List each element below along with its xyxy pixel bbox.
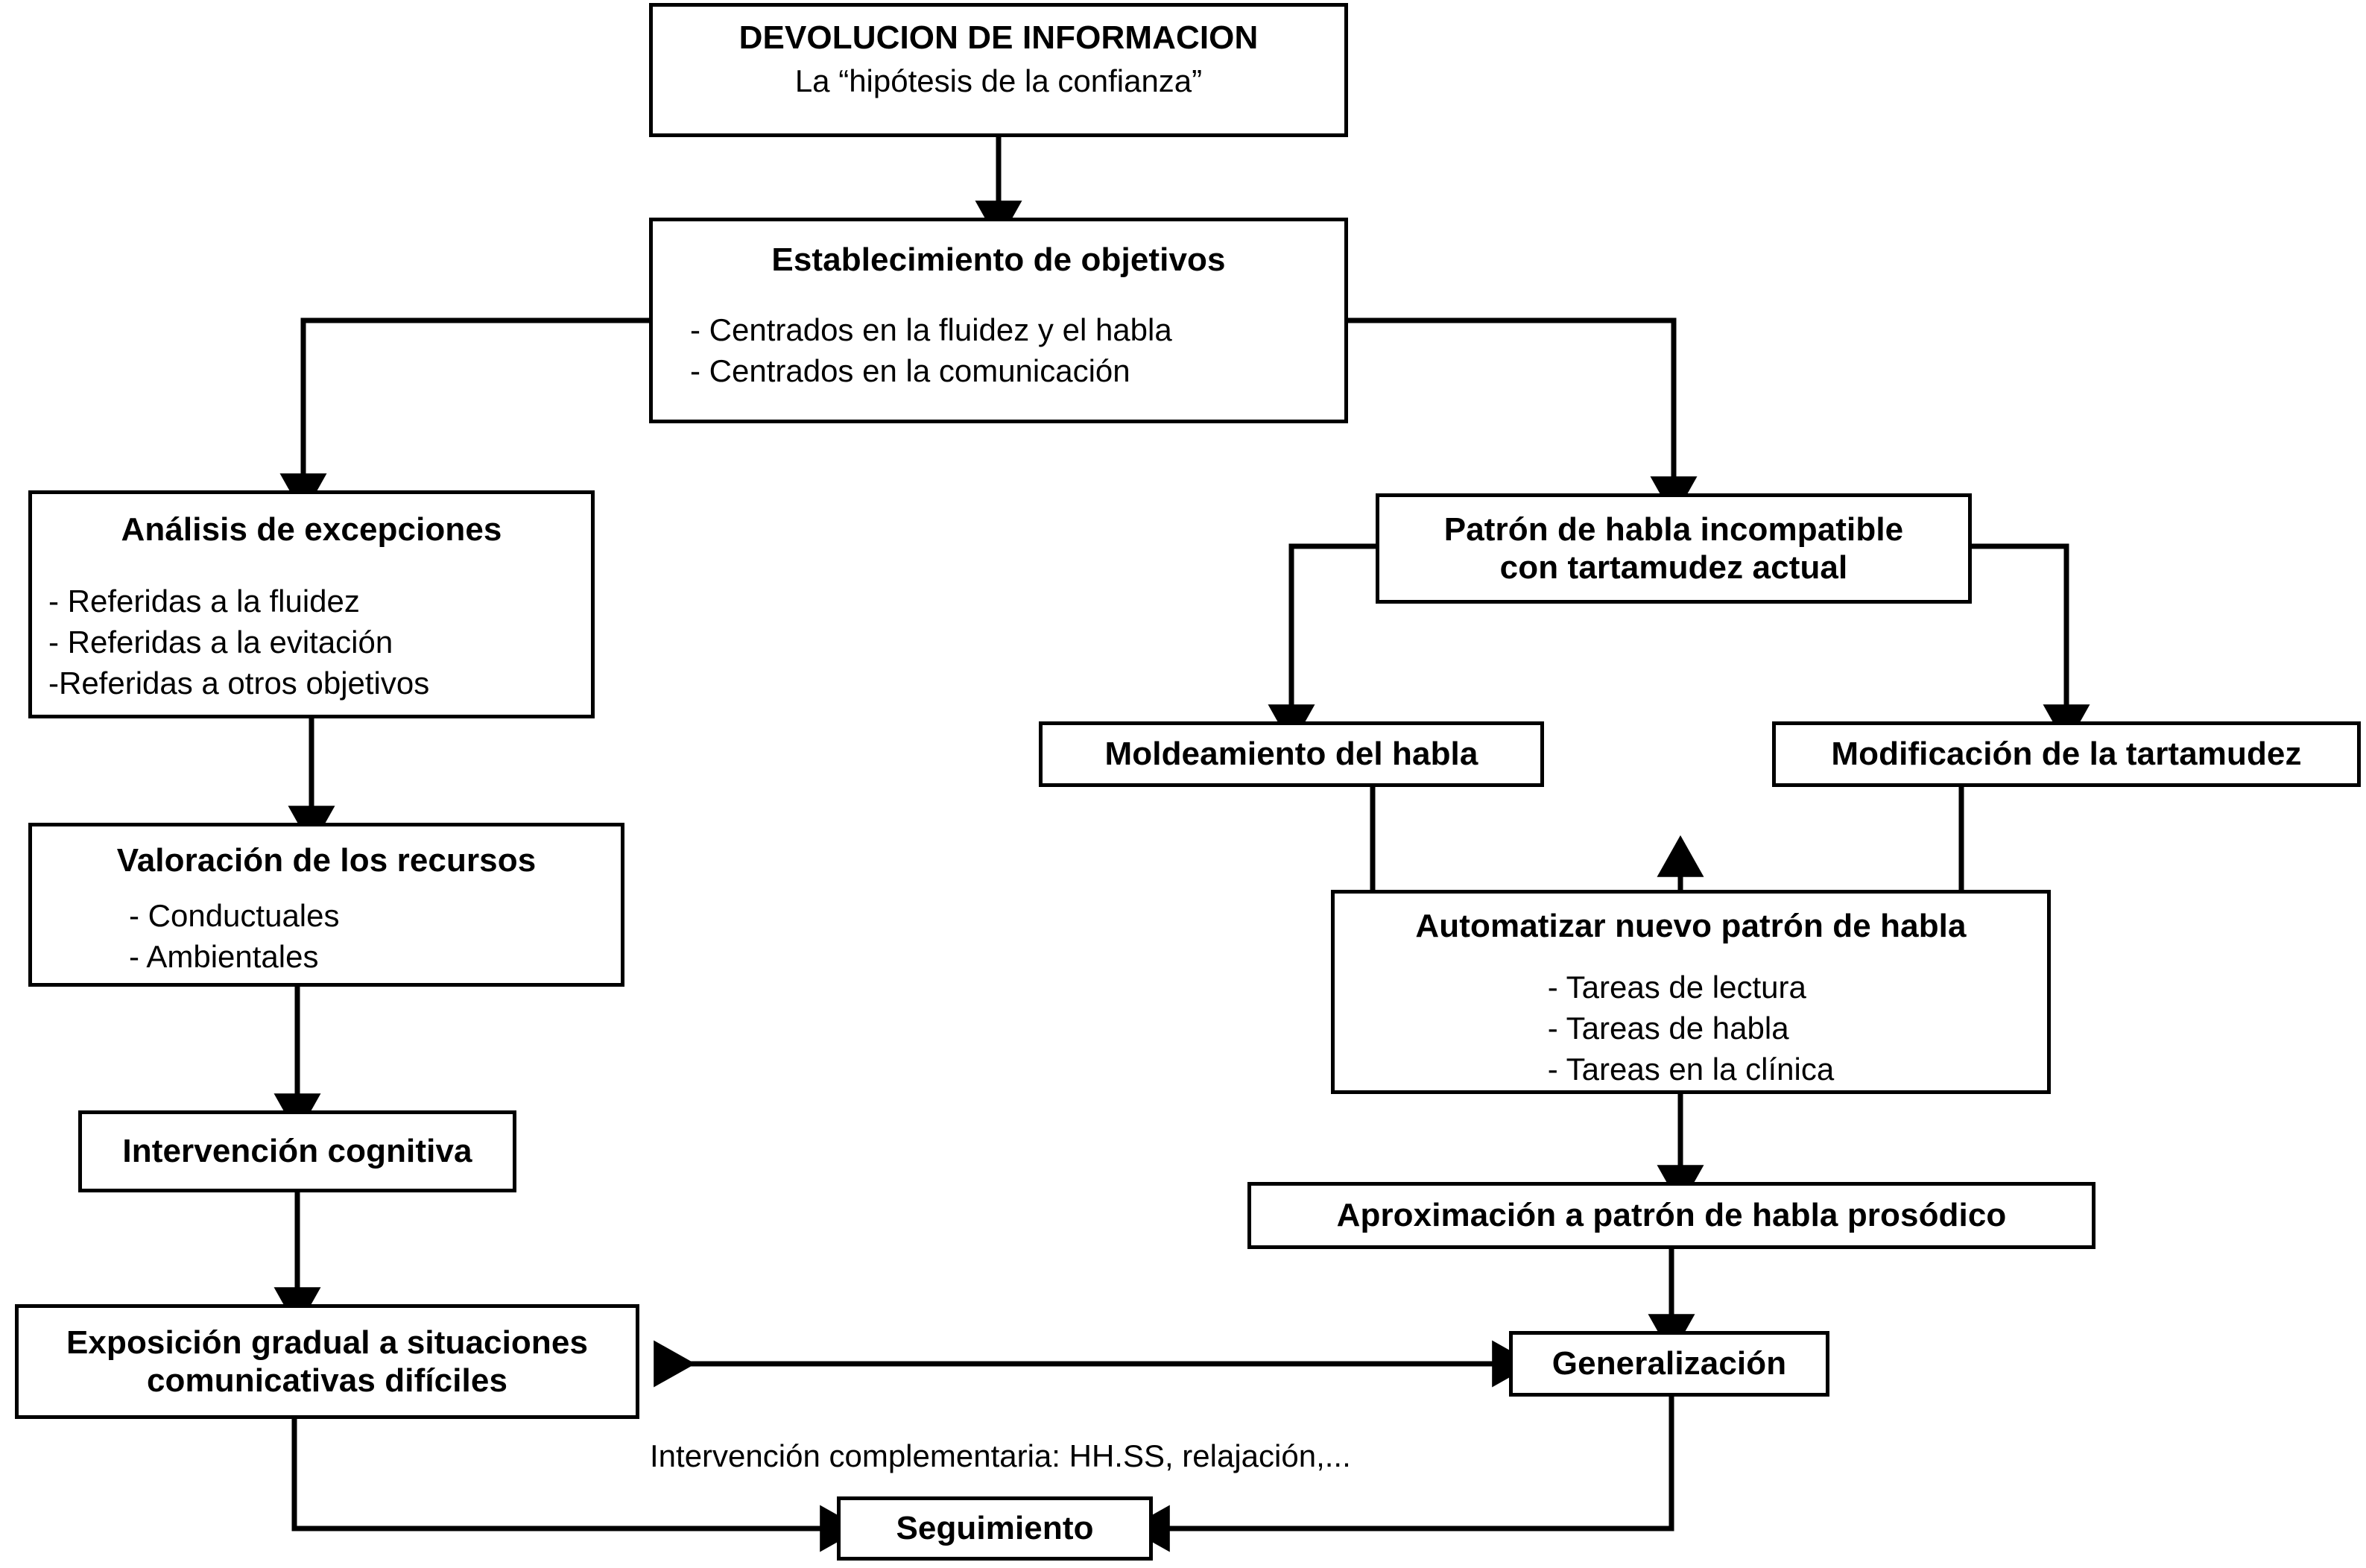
node-title: Análisis de excepciones bbox=[121, 511, 502, 548]
node-patron-de-habla-incompatible[interactable]: Patrón de habla incompatible con tartamu… bbox=[1376, 493, 1972, 604]
edge-objetivos-excepciones bbox=[279, 317, 649, 516]
node-establecimiento-de-objetivos[interactable]: Establecimiento de objetivos - Centrados… bbox=[649, 218, 1348, 423]
node-title: Valoración de los recursos bbox=[116, 842, 537, 879]
node-title: Aproximación a patrón de habla prosódico bbox=[1336, 1197, 2007, 1234]
node-body: - Tareas de lectura - Tareas de habla - … bbox=[1547, 970, 1835, 1087]
node-title: Generalización bbox=[1551, 1345, 1787, 1382]
node-exposicion-gradual[interactable]: Exposición gradual a situaciones comunic… bbox=[15, 1304, 639, 1419]
node-automatizar-nuevo-patron[interactable]: Automatizar nuevo patrón de habla - Tare… bbox=[1331, 890, 2051, 1094]
node-body: - Conductuales - Ambientales bbox=[129, 898, 340, 975]
node-body: - Referidas a la fluidez - Referidas a l… bbox=[48, 584, 430, 701]
node-modificacion-de-la-tartamudez[interactable]: Modificación de la tartamudez bbox=[1772, 721, 2361, 787]
node-title: Exposición gradual a situaciones comunic… bbox=[66, 1324, 589, 1399]
node-title: Moldeamiento del habla bbox=[1104, 736, 1478, 773]
node-title: Modificación de la tartamudez bbox=[1831, 736, 2302, 773]
edge-patron-moldeamiento bbox=[1268, 543, 1376, 747]
node-analisis-de-excepciones[interactable]: Análisis de excepciones - Referidas a la… bbox=[28, 490, 595, 718]
node-moldeamiento-del-habla[interactable]: Moldeamiento del habla bbox=[1039, 721, 1544, 787]
node-intervencion-cognitiva[interactable]: Intervención cognitiva bbox=[78, 1110, 516, 1192]
node-body: La “hipótesis de la confianza” bbox=[794, 63, 1203, 99]
node-valoracion-de-los-recursos[interactable]: Valoración de los recursos - Conductuale… bbox=[28, 823, 624, 987]
node-generalizacion[interactable]: Generalización bbox=[1509, 1331, 1829, 1397]
node-title: DEVOLUCION DE INFORMACION bbox=[738, 19, 1259, 56]
node-title: Automatizar nuevo patrón de habla bbox=[1415, 908, 1967, 944]
node-body: - Centrados en la fluidez y el habla - C… bbox=[690, 312, 1172, 389]
node-devolucion-de-informacion[interactable]: DEVOLUCION DE INFORMACION La “hipótesis … bbox=[649, 3, 1348, 137]
label-intervencion-complementaria: Intervención complementaria: HH.SS, rela… bbox=[650, 1438, 1351, 1473]
edge-objetivos-patron bbox=[1348, 317, 1698, 519]
node-title: Seguimiento bbox=[896, 1510, 1094, 1547]
node-title: Establecimiento de objetivos bbox=[771, 241, 1226, 278]
node-title: Patrón de habla incompatible con tartamu… bbox=[1443, 510, 1904, 586]
node-title: Intervención cognitiva bbox=[122, 1133, 472, 1170]
edge-patron-modificacion bbox=[1972, 543, 2090, 747]
node-seguimiento[interactable]: Seguimiento bbox=[837, 1496, 1153, 1561]
node-aproximacion-patron-prosodico[interactable]: Aproximación a patrón de habla prosódico bbox=[1247, 1182, 2095, 1249]
